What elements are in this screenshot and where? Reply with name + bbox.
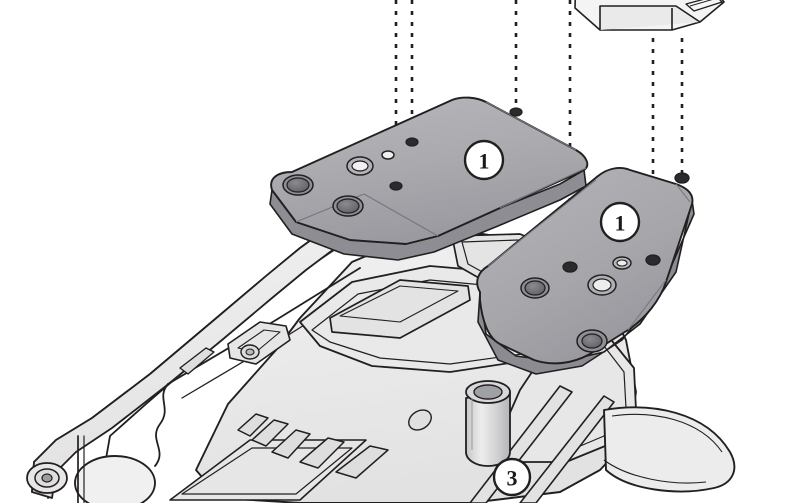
callout-1-right[interactable]: 1 xyxy=(599,201,641,243)
part-upper-case-base-fragment xyxy=(574,0,725,31)
callout-1-right-label: 1 xyxy=(615,211,626,236)
callouts-group: 1 1 3 xyxy=(463,139,641,497)
part-left-mounting-plate xyxy=(269,96,589,261)
part-cylindrical-spacer xyxy=(465,380,511,467)
part-rear-tail-fairing xyxy=(603,406,736,493)
callout-3-label: 3 xyxy=(507,466,518,491)
callout-1-left[interactable]: 1 xyxy=(463,139,505,181)
callout-1-left-label: 1 xyxy=(479,149,490,174)
callout-3[interactable]: 3 xyxy=(492,457,532,497)
